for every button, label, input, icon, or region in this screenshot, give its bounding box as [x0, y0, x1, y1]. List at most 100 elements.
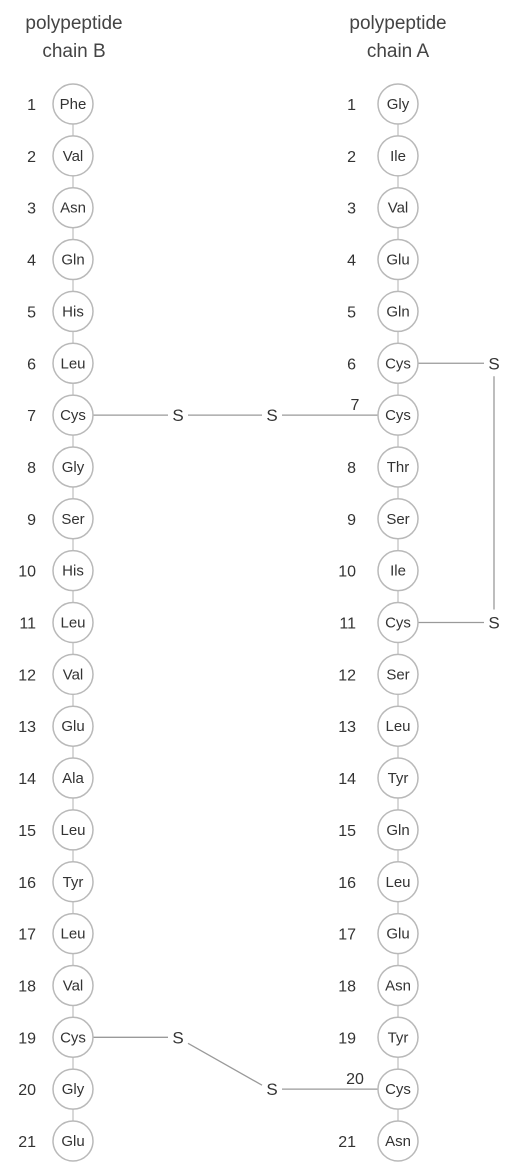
residue-circle — [52, 601, 94, 644]
residue-circle — [52, 653, 94, 696]
residue-circle — [52, 964, 94, 1007]
residue-label: Leu — [60, 355, 85, 372]
sulfur-label: S — [172, 406, 183, 425]
residue-label: Cys — [60, 407, 86, 424]
residue-label: Cys — [60, 1029, 86, 1046]
residue-number: 16 — [18, 875, 36, 892]
residue-label: Ile — [390, 563, 406, 580]
residue-number: 5 — [27, 304, 36, 321]
residue-number: 17 — [18, 927, 36, 944]
residue-label: Leu — [385, 874, 410, 891]
residue-label: Glu — [386, 926, 409, 943]
residue-number: 21 — [338, 1134, 356, 1151]
residue-label: Ile — [390, 148, 406, 165]
residue-number: 15 — [338, 823, 356, 840]
residue-circle — [377, 757, 419, 799]
residue-circle — [377, 135, 419, 177]
residue-label: Thr — [387, 459, 410, 476]
residue-circle — [377, 342, 419, 384]
residue-label: Val — [388, 200, 409, 217]
residue-circle — [52, 83, 94, 125]
residue-label: Cys — [385, 355, 411, 372]
residue-circle — [52, 912, 94, 955]
chain-b-title-line1: polypeptide — [25, 13, 122, 34]
residue-circle — [52, 757, 94, 799]
residue-label: Gln — [61, 252, 84, 269]
residue-label: Tyr — [388, 1029, 409, 1046]
residue-label: Val — [63, 148, 84, 165]
residue-number: 7 — [27, 408, 36, 425]
residue-circle — [377, 549, 419, 592]
residue-label: Gly — [387, 96, 410, 113]
residue-label: Val — [63, 977, 84, 994]
residue-circle — [377, 912, 419, 955]
chain-a-title-line1: polypeptide — [349, 13, 446, 34]
residue-number: 19 — [18, 1030, 36, 1047]
residue-number: 2 — [347, 149, 356, 166]
residue-label: Leu — [60, 615, 85, 632]
residue-number: 8 — [27, 460, 36, 477]
residue-number: 6 — [347, 356, 356, 373]
residue-number: 14 — [18, 771, 36, 788]
residue-label: Tyr — [388, 770, 409, 787]
residue-label: Asn — [385, 977, 411, 994]
residue-label: Leu — [385, 718, 410, 735]
residue-circle — [377, 1016, 419, 1059]
residue-number: 3 — [27, 201, 36, 218]
residue-circle — [377, 809, 419, 851]
residue-circle — [52, 290, 94, 333]
residue-label: Gln — [386, 303, 409, 320]
residue-number: 12 — [18, 667, 36, 684]
residue-number: 3 — [347, 201, 356, 218]
residue-number: 11 — [19, 616, 36, 633]
residue-circle — [377, 238, 419, 281]
residue-label: Glu — [61, 1133, 84, 1150]
residue-circle — [52, 135, 94, 177]
residue-circle — [52, 394, 94, 436]
residue-number: 6 — [27, 356, 36, 373]
residue-label: Ser — [61, 511, 84, 528]
residue-circle — [52, 809, 94, 851]
residue-label: Phe — [60, 96, 87, 113]
residue-number: 9 — [27, 512, 36, 529]
residue-circle — [52, 186, 94, 229]
residue-label: Cys — [385, 615, 411, 632]
residue-label: Glu — [386, 252, 409, 269]
residue-label: Ser — [386, 666, 409, 683]
residue-number: 15 — [18, 823, 36, 840]
residue-number: 10 — [18, 564, 36, 581]
residue-number: 4 — [347, 253, 356, 270]
residue-number: 17 — [338, 927, 356, 944]
residue-label: Cys — [385, 1081, 411, 1098]
residue-circle — [377, 601, 419, 644]
residue-number: 13 — [18, 719, 36, 736]
residue-circle — [377, 653, 419, 696]
residue-number: 9 — [347, 512, 356, 529]
residue-label: Ala — [62, 770, 84, 787]
sulfur-label: S — [172, 1028, 183, 1047]
residue-circle — [52, 1016, 94, 1059]
residue-number-raised: 20 — [346, 1071, 364, 1088]
residue-circle — [52, 238, 94, 281]
residue-circle — [52, 705, 94, 747]
residue-label: Gly — [62, 459, 85, 476]
residue-number: 5 — [347, 304, 356, 321]
residue-label: His — [62, 563, 84, 580]
residue-number: 8 — [347, 460, 356, 477]
residue-number: 1 — [347, 97, 356, 114]
residue-label: His — [62, 303, 84, 320]
residue-number: 13 — [338, 719, 356, 736]
residue-circle — [377, 83, 419, 125]
residue-label: Glu — [61, 718, 84, 735]
residue-number: 21 — [18, 1134, 36, 1151]
residue-number: 1 — [27, 97, 36, 114]
residue-circle — [52, 549, 94, 592]
chain-a-title-line2: chain A — [367, 41, 430, 62]
residue-circle — [377, 446, 419, 488]
residue-label: Asn — [385, 1133, 411, 1150]
residue-number: 11 — [339, 616, 356, 633]
